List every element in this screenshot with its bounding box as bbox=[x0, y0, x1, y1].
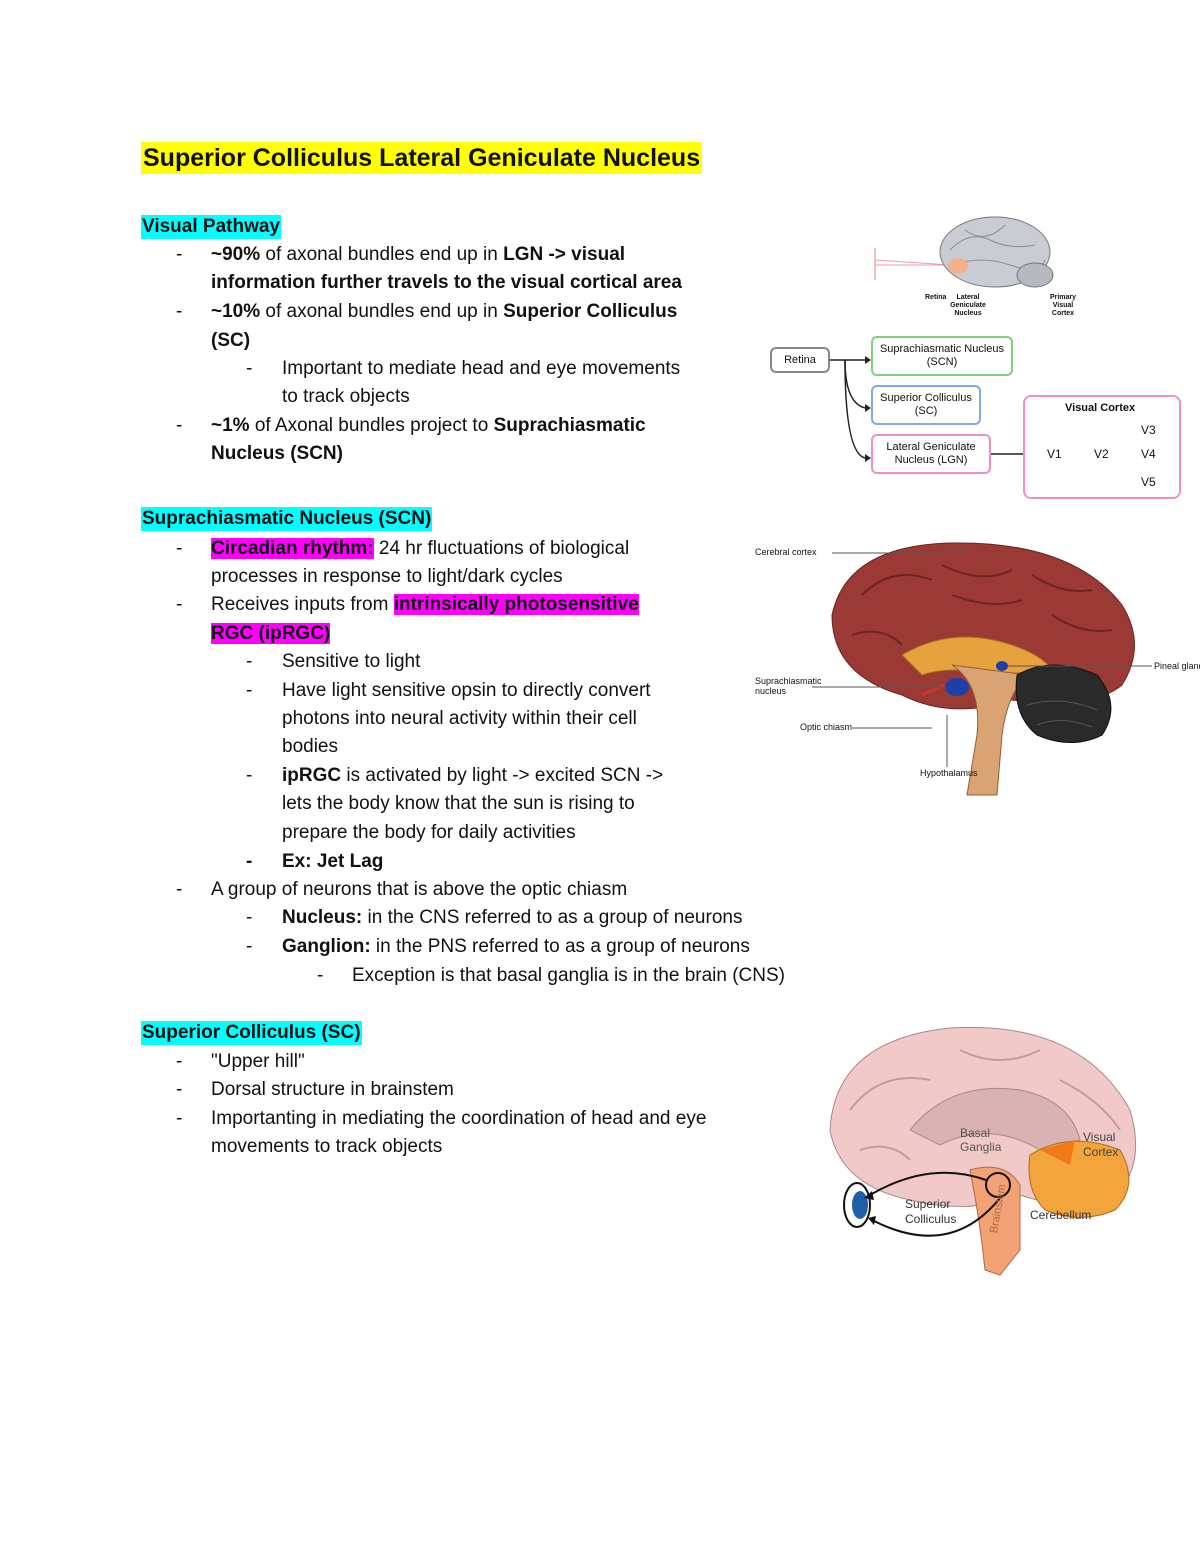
v2-label: V2 bbox=[1094, 447, 1109, 461]
scn-box: Suprachiasmatic Nucleus (SCN) bbox=[871, 336, 1013, 376]
vp-sub-line2: to track objects bbox=[282, 386, 410, 407]
label-pvc-small: Primary Visual Cortex bbox=[1049, 294, 1077, 317]
scn-nucleus: Nucleus: in the CNS referred to as a gro… bbox=[282, 907, 743, 928]
bullet-dash: - bbox=[246, 358, 253, 379]
label-visual-cortex: Visual Cortex bbox=[1083, 1130, 1119, 1159]
heading-scn: Suprachiasmatic Nucleus (SCN) bbox=[141, 507, 433, 531]
label-superior-colliculus: Superior Colliculus bbox=[905, 1197, 957, 1226]
sc-bullet1: "Upper hill" bbox=[211, 1051, 305, 1072]
vp-bullet1-line1: ~90% of axonal bundles end up in LGN -> … bbox=[211, 244, 626, 265]
vc-title: Visual Cortex bbox=[1065, 402, 1136, 414]
bullet-dash: - bbox=[176, 538, 183, 559]
bullet-dash: - bbox=[246, 651, 253, 672]
label-scn: Suprachiasmatic nucleus bbox=[755, 676, 822, 696]
label-retina-small: Retina bbox=[925, 294, 947, 301]
scn-sub4: Ex: Jet Lag bbox=[282, 851, 384, 872]
label-basal-ganglia: Basal Ganglia bbox=[960, 1126, 1002, 1154]
bullet-dash: - bbox=[246, 851, 253, 872]
v1-label: V1 bbox=[1047, 447, 1062, 461]
label-cerebellum: Cerebellum bbox=[1030, 1208, 1092, 1222]
bullet-dash: - bbox=[246, 936, 253, 957]
v4-label: V4 bbox=[1141, 447, 1156, 461]
bullet-dash: - bbox=[176, 1051, 183, 1072]
bullet-dash: - bbox=[176, 594, 183, 615]
scn-sub2-line2: photons into neural activity within thei… bbox=[282, 708, 637, 729]
scn-bullet2-line2: RGC (ipRGC) bbox=[211, 623, 331, 644]
brain-lateral-image: Retina Lateral Geniculate Nucleus Primar… bbox=[870, 210, 1090, 320]
scn-sub1: Sensitive to light bbox=[282, 651, 421, 672]
visual-pathway-diagram: Retina Suprachiasmatic Nucleus (SCN) Sup… bbox=[765, 333, 1185, 503]
label-lgn-small: Lateral Geniculate Nucleus bbox=[950, 294, 986, 317]
lgn-box: Lateral Geniculate Nucleus (LGN) bbox=[871, 434, 991, 474]
heading-sc: Superior Colliculus (SC) bbox=[141, 1021, 362, 1045]
scn-ganglion: Ganglion: in the PNS referred to as a gr… bbox=[282, 936, 750, 957]
scn-bullet3: A group of neurons that is above the opt… bbox=[211, 879, 628, 900]
sc-box: Superior Colliculus (SC) bbox=[871, 385, 981, 425]
heading-visual-pathway: Visual Pathway bbox=[141, 215, 281, 239]
label-cerebral-cortex: Cerebral cortex bbox=[755, 547, 817, 557]
label-optic-chiasm: Optic chiasm bbox=[800, 722, 853, 732]
page-title: Superior Colliculus Lateral Geniculate N… bbox=[141, 142, 703, 174]
sc-bullet3-line1: Importanting in mediating the coordinati… bbox=[211, 1108, 707, 1129]
scn-bullet1-line2: processes in response to light/dark cycl… bbox=[211, 566, 563, 587]
v3-label: V3 bbox=[1141, 423, 1156, 437]
visual-cortex-box bbox=[1023, 395, 1181, 499]
bullet-dash: - bbox=[246, 907, 253, 928]
label-hypothalamus: Hypothalamus bbox=[920, 768, 978, 778]
bullet-dash: - bbox=[246, 765, 253, 786]
bullet-dash: - bbox=[176, 415, 183, 436]
brain-sc-image: Basal Ganglia Visual Cortex Superior Col… bbox=[820, 1020, 1145, 1280]
sc-bullet2: Dorsal structure in brainstem bbox=[211, 1079, 454, 1100]
v5-label: V5 bbox=[1141, 475, 1156, 489]
scn-exception: Exception is that basal ganglia is in th… bbox=[352, 965, 786, 986]
scn-bullet2-line1: Receives inputs from intrinsically photo… bbox=[211, 594, 639, 615]
vp-bullet3-line2: Nucleus (SCN) bbox=[211, 443, 343, 464]
label-pineal: Pineal gland bbox=[1154, 661, 1200, 671]
brain-sagittal-image: Cerebral cortex Pineal gland Suprachiasm… bbox=[752, 535, 1200, 800]
bullet-dash: - bbox=[176, 879, 183, 900]
scn-sub3-line2: lets the body know that the sun is risin… bbox=[282, 793, 635, 814]
vp-bullet2-line1: ~10% of axonal bundles end up in Superio… bbox=[211, 301, 678, 322]
scn-sub2-line1: Have light sensitive opsin to directly c… bbox=[282, 680, 651, 701]
bullet-dash: - bbox=[176, 244, 183, 265]
vp-bullet3-line1: ~1% of Axonal bundles project to Suprach… bbox=[211, 415, 646, 436]
bullet-dash: - bbox=[176, 301, 183, 322]
sc-bullet3-line2: movements to track objects bbox=[211, 1136, 443, 1157]
bullet-dash: - bbox=[246, 680, 253, 701]
bullet-dash: - bbox=[317, 965, 324, 986]
vp-bullet2-line2: (SC) bbox=[211, 330, 251, 351]
scn-bullet1-line1: Circadian rhythm: 24 hr fluctuations of … bbox=[211, 538, 630, 559]
scn-sub3-line1: ipRGC is activated by light -> excited S… bbox=[282, 765, 664, 786]
vp-bullet1-line2: information further travels to the visua… bbox=[211, 272, 682, 293]
scn-sub2-line3: bodies bbox=[282, 736, 338, 757]
bullet-dash: - bbox=[176, 1108, 183, 1129]
retina-box: Retina bbox=[770, 347, 830, 373]
bullet-dash: - bbox=[176, 1079, 183, 1100]
scn-sub3-line3: prepare the body for daily activities bbox=[282, 822, 576, 843]
vp-sub-line1: Important to mediate head and eye moveme… bbox=[282, 358, 681, 379]
